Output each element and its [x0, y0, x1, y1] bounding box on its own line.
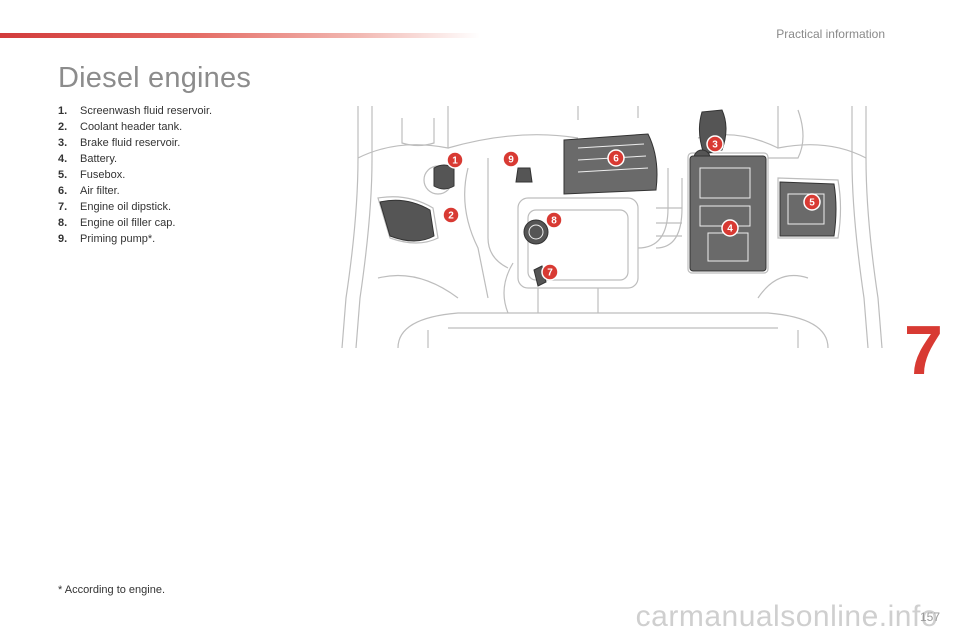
legend-text: Priming pump*. [80, 233, 156, 245]
legend-item: 3. Brake fluid reservoir. [58, 135, 212, 151]
header-accent-bar [0, 33, 480, 38]
callout-9: 9 [502, 150, 520, 168]
legend-number: 4. [58, 153, 68, 165]
legend-text: Coolant header tank. [80, 121, 183, 133]
legend-item: 7. Engine oil dipstick. [58, 199, 212, 215]
page-number: 157 [919, 610, 940, 624]
callout-4: 4 [721, 219, 739, 237]
page-title: Diesel engines [58, 62, 252, 94]
svg-text:7: 7 [547, 268, 553, 279]
callout-6: 6 [607, 149, 625, 167]
legend-number: 5. [58, 169, 68, 181]
legend-number: 7. [58, 201, 68, 213]
legend-number: 8. [58, 217, 68, 229]
svg-text:2: 2 [448, 211, 454, 222]
svg-text:8: 8 [551, 216, 557, 227]
priming-pump-highlight [515, 167, 533, 183]
svg-text:4: 4 [727, 224, 733, 235]
legend-text: Brake fluid reservoir. [80, 137, 181, 149]
svg-text:3: 3 [712, 140, 718, 151]
legend-item: 2. Coolant header tank. [58, 119, 212, 135]
engine-bay-diagram: 1 2 3 4 5 6 7 8 9 [341, 106, 883, 349]
legend-number: 9. [58, 233, 68, 245]
legend-item: 9. Priming pump*. [58, 231, 212, 247]
legend-text: Air filter. [80, 185, 120, 197]
callout-7: 7 [541, 263, 559, 281]
legend-text: Engine oil dipstick. [80, 201, 172, 213]
svg-text:1: 1 [452, 156, 458, 167]
callout-1: 1 [446, 151, 464, 169]
legend-item: 6. Air filter. [58, 183, 212, 199]
battery-highlight [689, 155, 767, 272]
legend-item: 4. Battery. [58, 151, 212, 167]
oil-filler-cap-highlight [523, 219, 549, 245]
engine-bay-outline [341, 106, 883, 349]
callout-8: 8 [545, 211, 563, 229]
legend-number: 6. [58, 185, 68, 197]
screenwash-reservoir-highlight [433, 164, 455, 190]
footnote: * According to engine. [58, 584, 166, 596]
legend-number: 3. [58, 137, 68, 149]
legend-text: Battery. [80, 153, 118, 165]
callout-2: 2 [442, 206, 460, 224]
section-title: Practical information [776, 27, 885, 41]
svg-text:9: 9 [508, 155, 514, 166]
watermark: carmanualsonline.info [635, 600, 938, 633]
legend-text: Fusebox. [80, 169, 126, 181]
legend-text: Engine oil filler cap. [80, 217, 176, 229]
legend-item: 5. Fusebox. [58, 167, 212, 183]
callout-3: 3 [706, 135, 724, 153]
chapter-number: 7 [904, 311, 943, 389]
coolant-tank-highlight [379, 199, 435, 242]
legend-number: 2. [58, 121, 68, 133]
legend-text: Screenwash fluid reservoir. [80, 105, 213, 117]
svg-text:6: 6 [613, 154, 619, 165]
callout-5: 5 [803, 193, 821, 211]
legend-number: 1. [58, 105, 68, 117]
svg-text:5: 5 [809, 198, 815, 209]
legend-item: 8. Engine oil filler cap. [58, 215, 212, 231]
callout-markers: 1 2 3 4 5 6 7 8 9 [442, 135, 821, 281]
legend-item: 1. Screenwash fluid reservoir. [58, 103, 212, 119]
component-legend: 1. Screenwash fluid reservoir. 2. Coolant … [58, 103, 212, 247]
